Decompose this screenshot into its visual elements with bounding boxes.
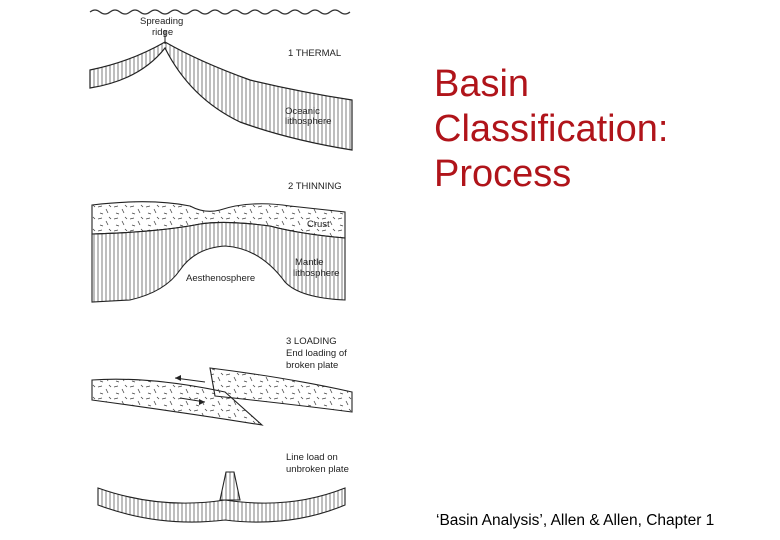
- sea-surface-line: [89, 9, 351, 15]
- panel-loading-broken: 3 LOADING End loading of broken plate: [91, 336, 353, 426]
- panel-thinning: 2 THINNING Crust Mantle lithosphere Aest…: [91, 181, 346, 303]
- label-lithosphere: lithosphere: [285, 116, 331, 127]
- label-asthenosphere: Aesthenosphere: [186, 273, 255, 284]
- label-loading: 3 LOADING: [286, 336, 337, 347]
- label-broken-plate: broken plate: [286, 360, 338, 371]
- label-mantle: Mantle: [295, 257, 324, 268]
- unbroken-plate-shape: [97, 487, 346, 523]
- left-broken-plate: [91, 378, 264, 426]
- label-thinning: 2 THINNING: [288, 181, 342, 192]
- title-line-3: Process: [434, 153, 572, 195]
- title-line-2: Classification:: [434, 108, 669, 150]
- label-oceanic: Oceanic: [285, 106, 320, 117]
- slide-title: Basin Classification: Process: [434, 62, 774, 197]
- label-unbroken-plate: unbroken plate: [286, 464, 349, 475]
- basin-process-diagram: Spreading ridge 1 THERMAL Oceanic lithos…: [89, 9, 353, 523]
- label-thermal: 1 THERMAL: [288, 48, 341, 59]
- label-spreading: Spreading: [140, 16, 183, 27]
- oceanic-lithosphere-shape: [89, 41, 353, 151]
- panel-thermal: Spreading ridge 1 THERMAL Oceanic lithos…: [89, 16, 353, 151]
- panel-line-load: Line load on unbroken plate: [97, 452, 349, 523]
- title-line-1: Basin: [434, 63, 530, 105]
- label-ridge: ridge: [152, 27, 173, 38]
- source-citation: ‘Basin Analysis’, Allen & Allen, Chapter…: [436, 512, 715, 529]
- mantle-lithosphere-shape: [91, 221, 346, 303]
- label-mantle-lithosphere: lithosphere: [293, 268, 339, 279]
- line-load-block: [219, 471, 241, 501]
- label-crust: Crust: [307, 219, 330, 230]
- label-end-loading: End loading of: [286, 348, 347, 359]
- right-broken-plate: [209, 367, 353, 413]
- label-line-load: Line load on: [286, 452, 338, 463]
